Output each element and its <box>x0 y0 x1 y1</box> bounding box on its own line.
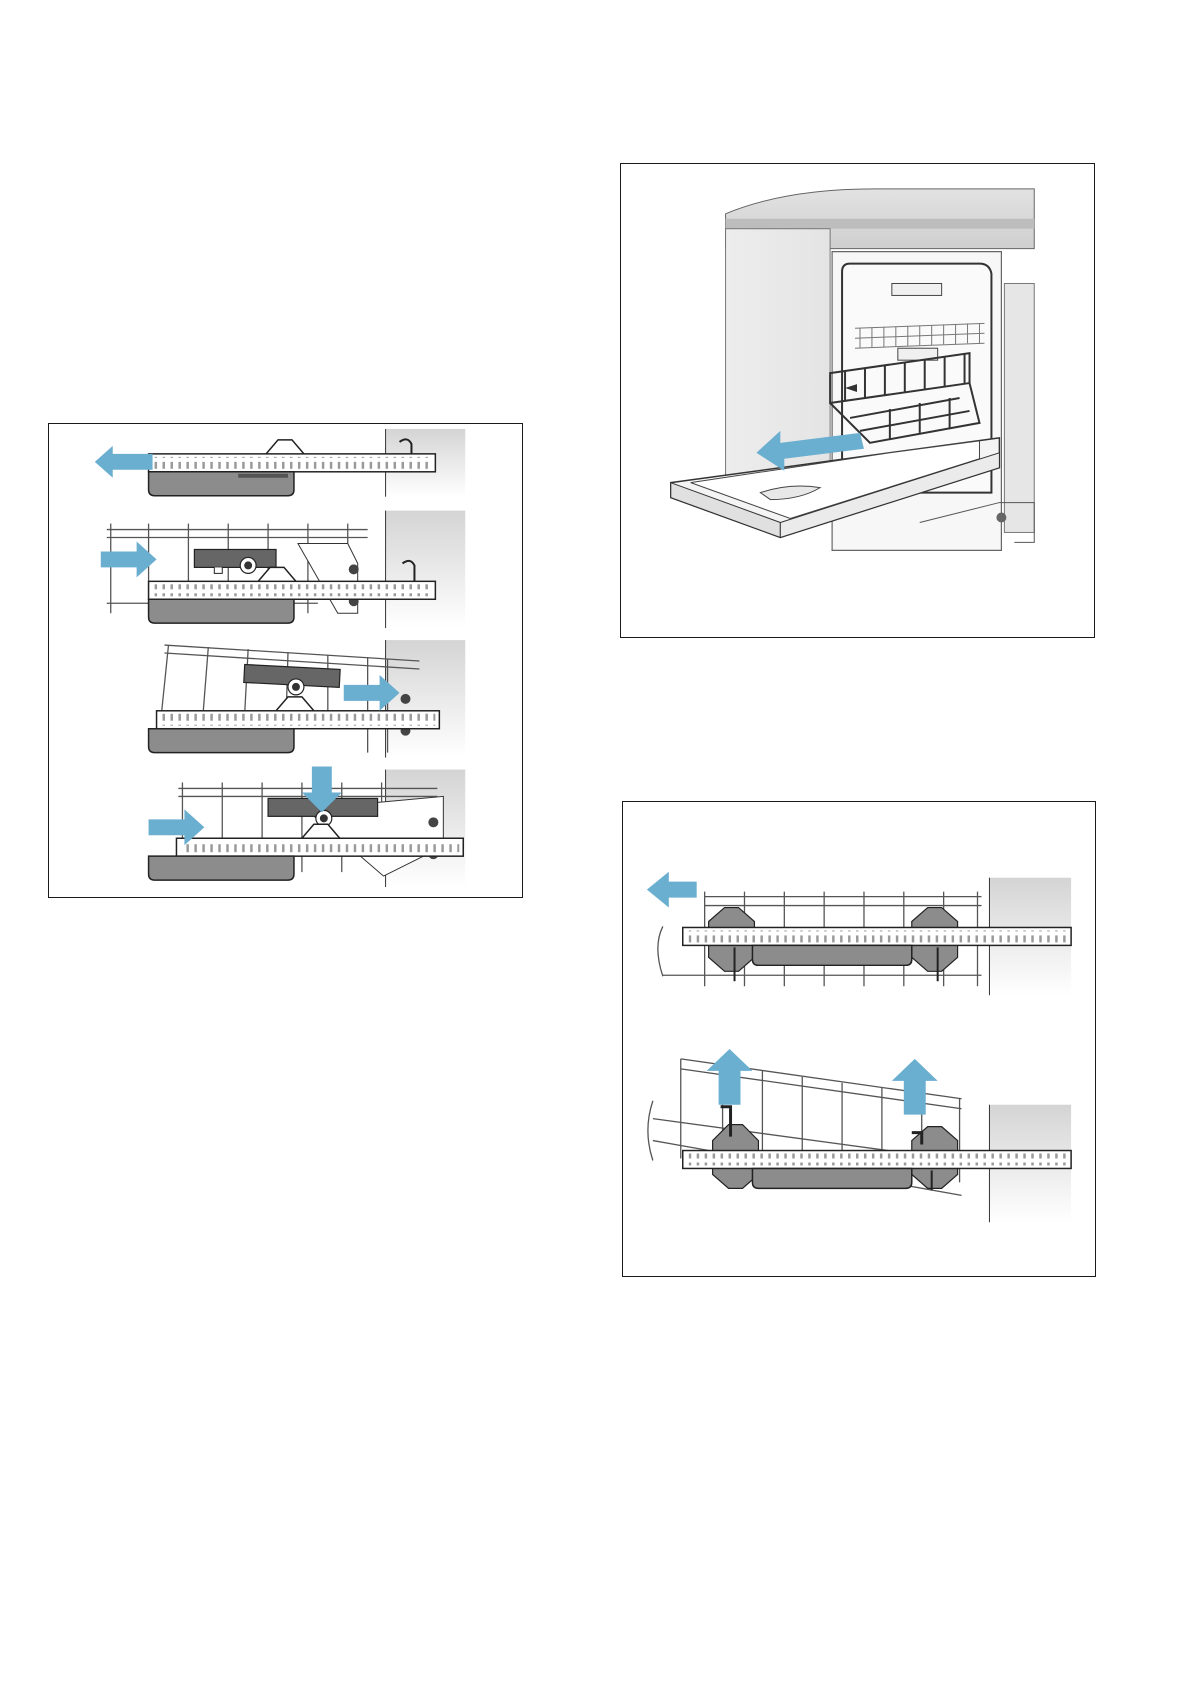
roller-4a <box>428 817 438 827</box>
slider-4 <box>149 856 294 880</box>
arrow-left <box>647 872 697 908</box>
arrow-up <box>892 1059 938 1115</box>
step-2-insert-rack <box>101 511 465 629</box>
wall-panel-2 <box>386 511 466 629</box>
roller-3a <box>401 694 411 704</box>
slider-b <box>752 1168 911 1188</box>
roller-2a <box>349 564 359 574</box>
step-b-lift-rack <box>648 1049 1071 1222</box>
wall-panel-3 <box>386 640 466 758</box>
rack-unhook-illustration <box>623 802 1095 1276</box>
step-1-pull-rail <box>95 429 465 497</box>
figure-rack-reattach-steps <box>48 423 523 898</box>
slider-a <box>752 945 911 965</box>
step-4-lock-down <box>149 767 466 887</box>
rack-reattach-illustration <box>49 424 522 897</box>
figure-rack-unhook-steps <box>622 801 1096 1277</box>
rack-bracket-2 <box>194 549 276 567</box>
slider-3 <box>149 729 294 753</box>
arrow-left <box>95 446 153 478</box>
cabinet-right <box>1004 283 1034 532</box>
step-a-push-rail <box>647 872 1071 995</box>
slider-2 <box>149 599 294 623</box>
step-3-roll-in <box>149 640 466 758</box>
dishwasher-illustration <box>621 164 1094 637</box>
arrow-up <box>707 1049 753 1105</box>
figure-dishwasher-rack-removal <box>620 163 1095 638</box>
